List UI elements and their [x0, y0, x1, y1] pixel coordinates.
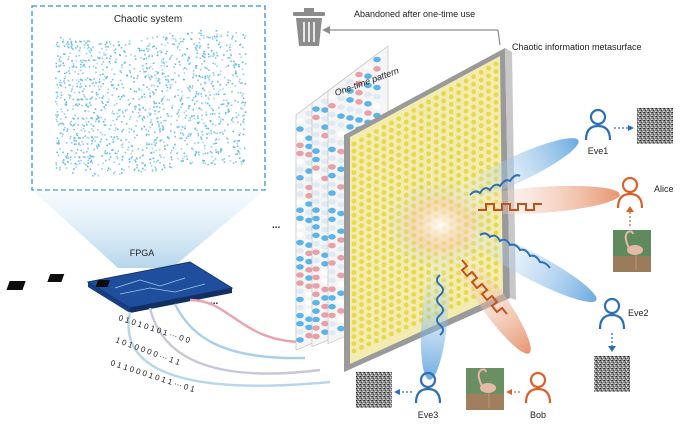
fpga-ellipsis: ...	[210, 296, 219, 307]
user-eve1: Eve1	[584, 108, 673, 156]
bitstream-paths	[127, 298, 331, 387]
eve3-noise-image	[356, 372, 392, 408]
beam-to-eve1	[451, 138, 579, 202]
eve2-label: Eve2	[628, 308, 649, 318]
discard-connector	[497, 29, 501, 46]
person-icon	[419, 371, 437, 389]
person-icon	[589, 108, 607, 126]
wave-eve1	[469, 174, 521, 196]
beam-to-eve2	[463, 227, 597, 303]
fpga-board: FPGA	[6, 248, 234, 313]
eve1-label: Eve1	[588, 146, 609, 156]
eve1-noise-image	[637, 108, 673, 144]
pattern-ellipsis: ...	[272, 220, 281, 231]
trash-label: Abandoned after one-time use	[354, 9, 475, 19]
user-alice: Alice	[613, 176, 674, 272]
discard-arrowhead	[322, 26, 330, 34]
signal-waves	[436, 174, 551, 336]
user-eve3: Eve3	[356, 371, 442, 420]
beam-to-eve3	[420, 250, 450, 380]
eve3-label: Eve3	[418, 410, 439, 420]
person-icon	[603, 297, 621, 315]
alice-label: Alice	[654, 184, 674, 194]
fpga-label: FPGA	[130, 248, 155, 258]
wave-eve2	[479, 232, 551, 269]
metasurface-label: Chaotic information metasurface	[512, 42, 642, 52]
alice-flamingo-image	[613, 230, 651, 272]
wave-alice	[478, 203, 542, 211]
user-bob: Bob	[466, 368, 552, 420]
beam-to-alice	[460, 185, 620, 215]
bob-label: Bob	[530, 410, 546, 420]
bitstream-3: 0 1 1 0 0 0 1 0 1 1 ··· 0 1	[109, 358, 196, 394]
chaotic-system-panel: Chaotic system	[31, 5, 266, 191]
user-eve2: Eve2	[594, 297, 649, 392]
bob-flamingo-image	[466, 368, 504, 410]
trash-can-icon	[293, 8, 325, 46]
person-icon	[529, 371, 547, 389]
person-icon	[621, 176, 639, 194]
chaotic-system-title: Chaotic system	[114, 14, 182, 25]
eve2-noise-image	[594, 356, 630, 392]
chaotic-attractor-dots	[55, 29, 247, 177]
wave-bob	[460, 259, 508, 315]
wave-eve3	[436, 274, 444, 336]
projection-beam	[32, 190, 265, 268]
